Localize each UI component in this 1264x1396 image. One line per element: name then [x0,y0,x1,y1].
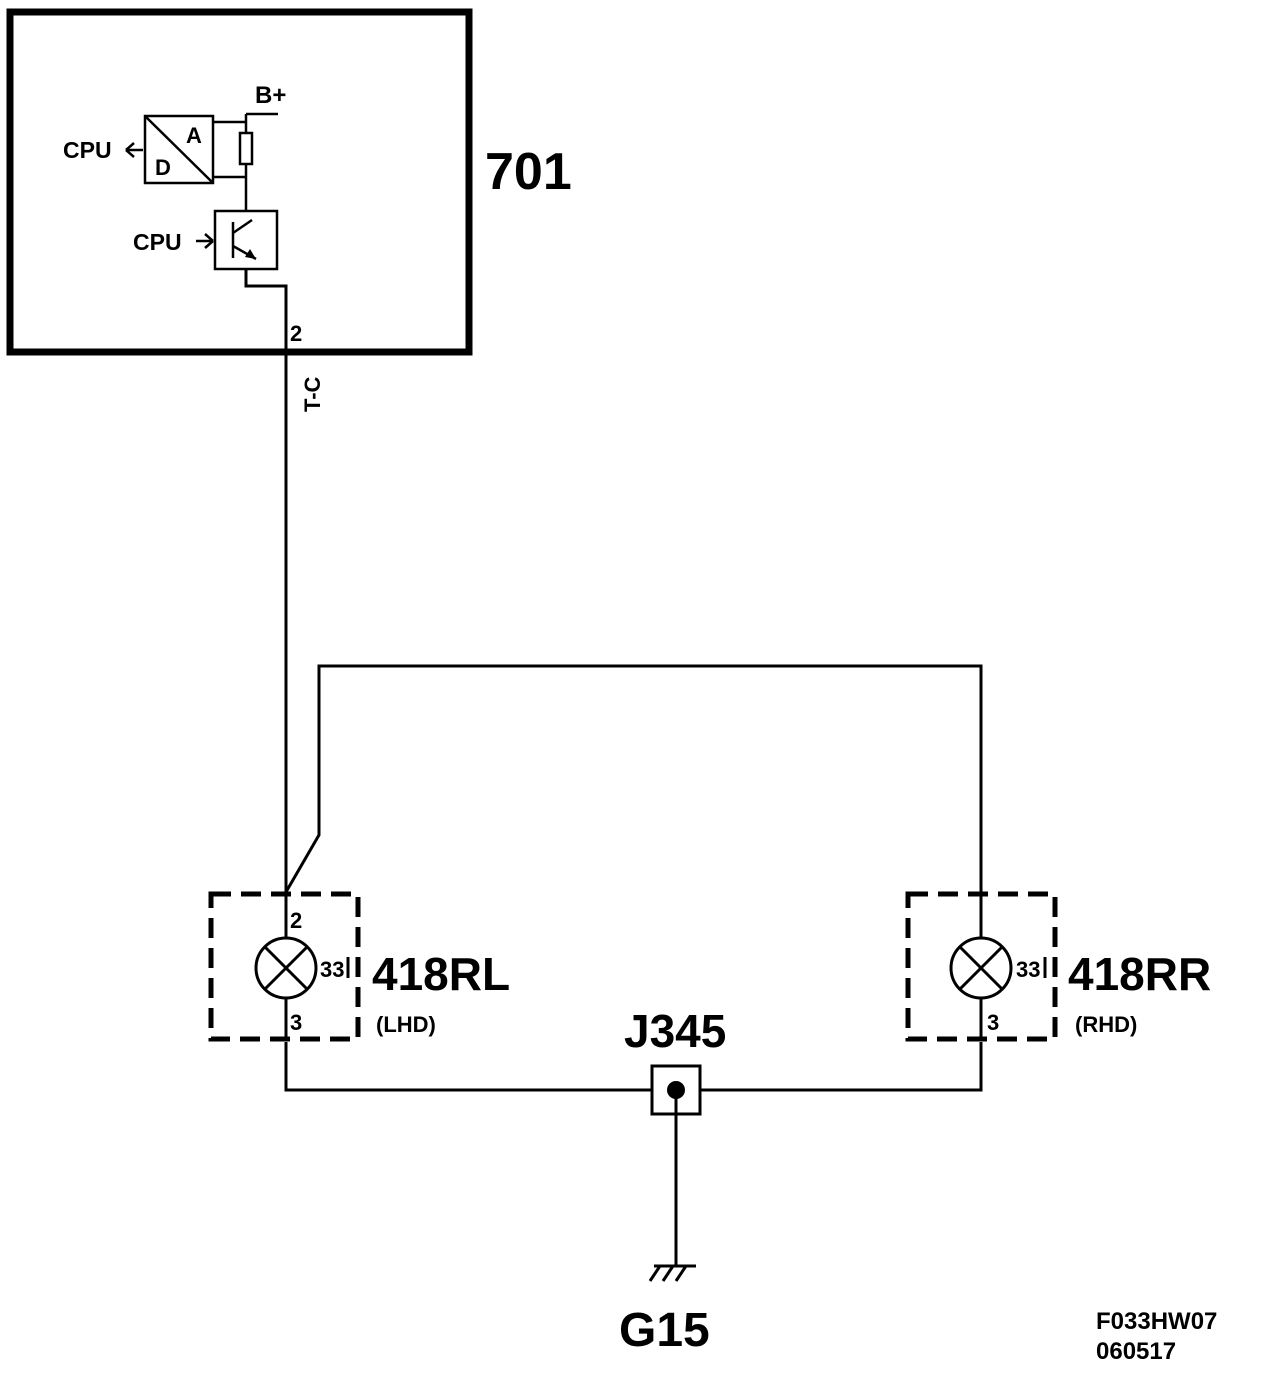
ground-label: G15 [619,1304,710,1357]
lamp-418rl-pin-top: 2 [290,908,302,933]
lamp-418rr-code: 33 [1016,957,1040,982]
lamp-418rr-label: 418RR [1068,948,1211,1000]
resistor [238,131,254,166]
junction-label: J345 [624,1005,726,1057]
lamp-418rr-pin-bottom: 3 [987,1010,999,1035]
transistor [213,209,279,271]
arrow-left-icon [125,142,143,158]
module-701-label: 701 [485,143,572,201]
module-701-box [6,8,473,356]
lamp-418rr: 33 3 [905,891,1058,1042]
lamp-418rl: 2 33 3 [208,891,361,1042]
adc-d-label: D [155,155,171,180]
ground-icon [648,1264,696,1282]
adc-a-label: A [186,123,202,148]
drawing-code-line1: F033HW07 [1096,1308,1217,1335]
lamp-418rl-label: 418RL [372,948,510,1000]
lamp-418rl-code: 33 [320,957,344,982]
lamp-418rl-variant: (LHD) [376,1012,436,1037]
adc-converter: A D [143,114,215,185]
arrow-right-icon [196,233,214,249]
lamp-418rl-pin-bottom: 3 [290,1010,302,1035]
module-pin-label: 2 [290,321,302,346]
cpu-label-top: CPU [63,137,112,163]
wire-color-label: T-C [300,376,325,412]
lamp-418rr-variant: (RHD) [1075,1012,1137,1037]
cpu-label-bottom: CPU [133,229,182,255]
supply-label: B+ [255,82,286,109]
drawing-code-line2: 060517 [1096,1338,1176,1365]
